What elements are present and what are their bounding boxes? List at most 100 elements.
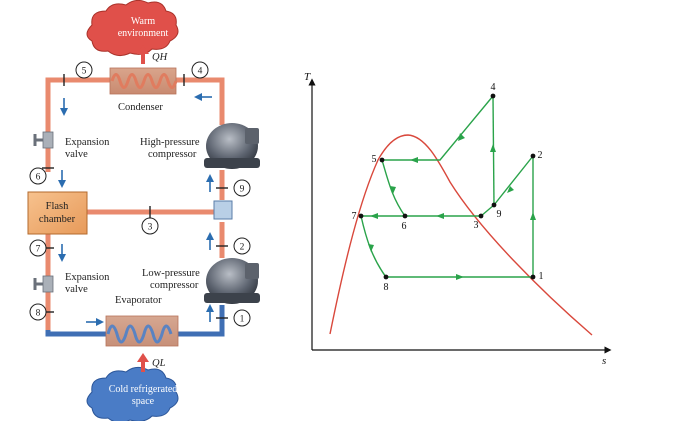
ts-label-4: 4 [491, 82, 496, 93]
arrow-on-4-5 [458, 133, 465, 141]
point-9 [491, 202, 497, 208]
exp-valve-bottom-line2: valve [65, 284, 88, 295]
arrow-on-2-9 [507, 186, 514, 193]
state-circle-7: 7 [29, 239, 47, 257]
state-circle-3: 3 [141, 217, 159, 235]
cold-cloud-shape [86, 366, 179, 421]
flash-chamber-line1: Flash [46, 201, 70, 212]
point-3 [478, 213, 484, 219]
ql-label: QL [152, 358, 166, 369]
point-1 [530, 274, 536, 280]
arrow-on-7-8 [368, 244, 374, 252]
flash-chamber-line2: chamber [39, 214, 76, 225]
hp-compressor-base [204, 158, 260, 168]
process-7-8 [360, 215, 387, 278]
svg-text:3: 3 [148, 223, 153, 233]
warm-environment-cloud: Warm environment [86, 0, 179, 57]
state-circle-2: 2 [233, 237, 251, 255]
svg-text:8: 8 [36, 309, 41, 319]
ts-label-2: 2 [538, 150, 543, 161]
cold-cloud-line2: space [132, 396, 155, 407]
state-circle-9: 9 [233, 179, 251, 197]
exp-valve-top-line2: valve [65, 149, 88, 160]
state-circle-1: 1 [233, 309, 251, 327]
point-6 [402, 213, 408, 219]
mixing-box [213, 200, 233, 220]
low-pressure-compressor: Low-pressure compressor [142, 258, 260, 304]
evaporator: Evaporator [105, 295, 179, 347]
svg-text:6: 6 [36, 173, 41, 183]
ts-label-7: 7 [352, 211, 357, 222]
condenser-coil-loops [110, 73, 178, 89]
hp-compressor-box [245, 128, 259, 144]
expansion-valve-top: Expansion valve [33, 131, 110, 160]
warm-cloud-shape [86, 0, 179, 57]
exp-valve-top-line1: Expansion [65, 137, 110, 148]
svg-text:2: 2 [240, 243, 245, 253]
ts-label-8: 8 [384, 282, 389, 293]
process-arrows [368, 133, 536, 280]
arrow-on-1-2 [530, 212, 536, 220]
condenser: Condenser [109, 67, 178, 113]
point-2 [530, 153, 536, 159]
point-8 [383, 274, 389, 280]
valve-top-handle [33, 134, 43, 146]
ts-label-3: 3 [474, 220, 479, 231]
state-points [358, 93, 536, 280]
valve-top-body [42, 131, 54, 149]
lp-compressor-box [245, 263, 259, 279]
valve-bottom-body [42, 275, 54, 293]
state-circle-4: 4 [191, 61, 209, 79]
ts-label-6: 6 [402, 221, 407, 232]
lp-compressor-line1: Low-pressure [142, 268, 200, 279]
qh-label: QH [152, 52, 169, 63]
cold-space-cloud: Cold refrigerated space [86, 366, 179, 421]
point-7 [358, 213, 364, 219]
cold-cloud-line1: Cold refrigerated [109, 384, 178, 395]
ts-x-axis-label: s [602, 355, 606, 367]
svg-text:4: 4 [198, 67, 203, 77]
flash-chamber-box [27, 191, 88, 235]
arrow-on-9-4 [490, 144, 496, 152]
hp-compressor-line2: compressor [148, 149, 197, 160]
warm-cloud-line2: environment [118, 28, 169, 39]
high-pressure-compressor: High-pressure compressor [140, 123, 260, 169]
state-circle-5: 5 [75, 61, 93, 79]
state-circle-6: 6 [29, 167, 47, 185]
valve-bottom-handle [33, 278, 43, 290]
process-lines [360, 95, 534, 278]
state-circle-8: 8 [29, 303, 47, 321]
arrow-on-3-6 [436, 213, 444, 219]
flash-chamber: Flash chamber [27, 191, 88, 235]
ts-diagram: T s [304, 71, 612, 367]
saturation-dome [329, 134, 593, 336]
arrow-on-8-1 [456, 274, 464, 280]
process-5-6 [381, 159, 406, 217]
arrow-on-6-7 [370, 213, 378, 219]
process-4-5 [382, 95, 494, 161]
svg-text:7: 7 [36, 245, 41, 255]
hp-compressor-line1: High-pressure [140, 137, 200, 148]
process-2-9 [493, 155, 534, 206]
svg-text:9: 9 [240, 185, 245, 195]
lp-compressor-base [204, 293, 260, 303]
qh-arrowhead [137, 45, 149, 54]
arrow-on-5-line [410, 157, 418, 163]
evaporator-coil-loops [106, 324, 173, 344]
condenser-label: Condenser [118, 102, 163, 113]
ts-y-axis-label: T [304, 71, 311, 83]
svg-text:1: 1 [240, 315, 245, 325]
flow-arrows [58, 93, 214, 326]
point-5 [379, 157, 385, 163]
ts-label-9: 9 [497, 209, 502, 220]
state-circles: 5 4 6 3 9 2 7 8 [29, 61, 251, 327]
point-4 [490, 93, 496, 99]
warm-cloud-line1: Warm [131, 16, 155, 27]
process-3-9 [480, 204, 495, 217]
evaporator-label: Evaporator [115, 295, 162, 306]
exp-valve-bottom-line1: Expansion [65, 272, 110, 283]
lp-compressor-line2: compressor [150, 280, 199, 291]
svg-text:5: 5 [82, 67, 87, 77]
expansion-valve-bottom: Expansion valve [33, 272, 110, 295]
